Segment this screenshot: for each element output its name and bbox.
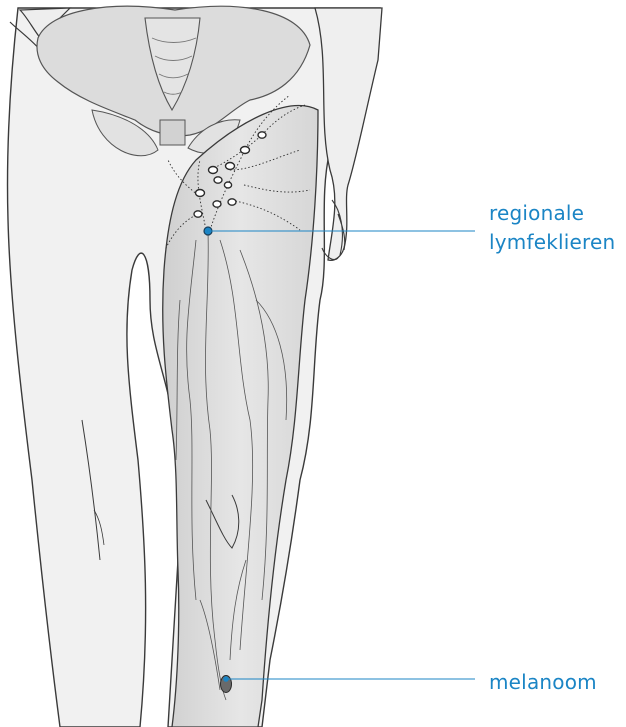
lymph-node-icon: [209, 167, 218, 174]
pubic-symphysis: [160, 120, 185, 145]
lymph-node-icon: [224, 182, 231, 188]
lymph-node-icon: [258, 132, 266, 138]
lymph-node-icon: [228, 199, 236, 205]
lymph-node-icon: [213, 201, 221, 207]
lymph-node-icon: [241, 147, 250, 154]
melanoma-label: melanoom: [489, 668, 597, 697]
leg-shaded: [163, 106, 318, 727]
regional-lymph-nodes-label-line1: regionale: [489, 199, 615, 228]
lymph-node-icon: [226, 163, 235, 170]
right-arm: [315, 8, 382, 260]
lymph-node-icon: [194, 211, 202, 217]
melanoma-label-text: melanoom: [489, 668, 597, 697]
lymph-node-icon: [214, 177, 222, 183]
regional-lymph-nodes-label-line2: lymfeklieren: [489, 228, 615, 257]
lymph-node-icon: [196, 190, 205, 197]
regional-lymph-nodes-label: regionale lymfeklieren: [489, 199, 615, 257]
